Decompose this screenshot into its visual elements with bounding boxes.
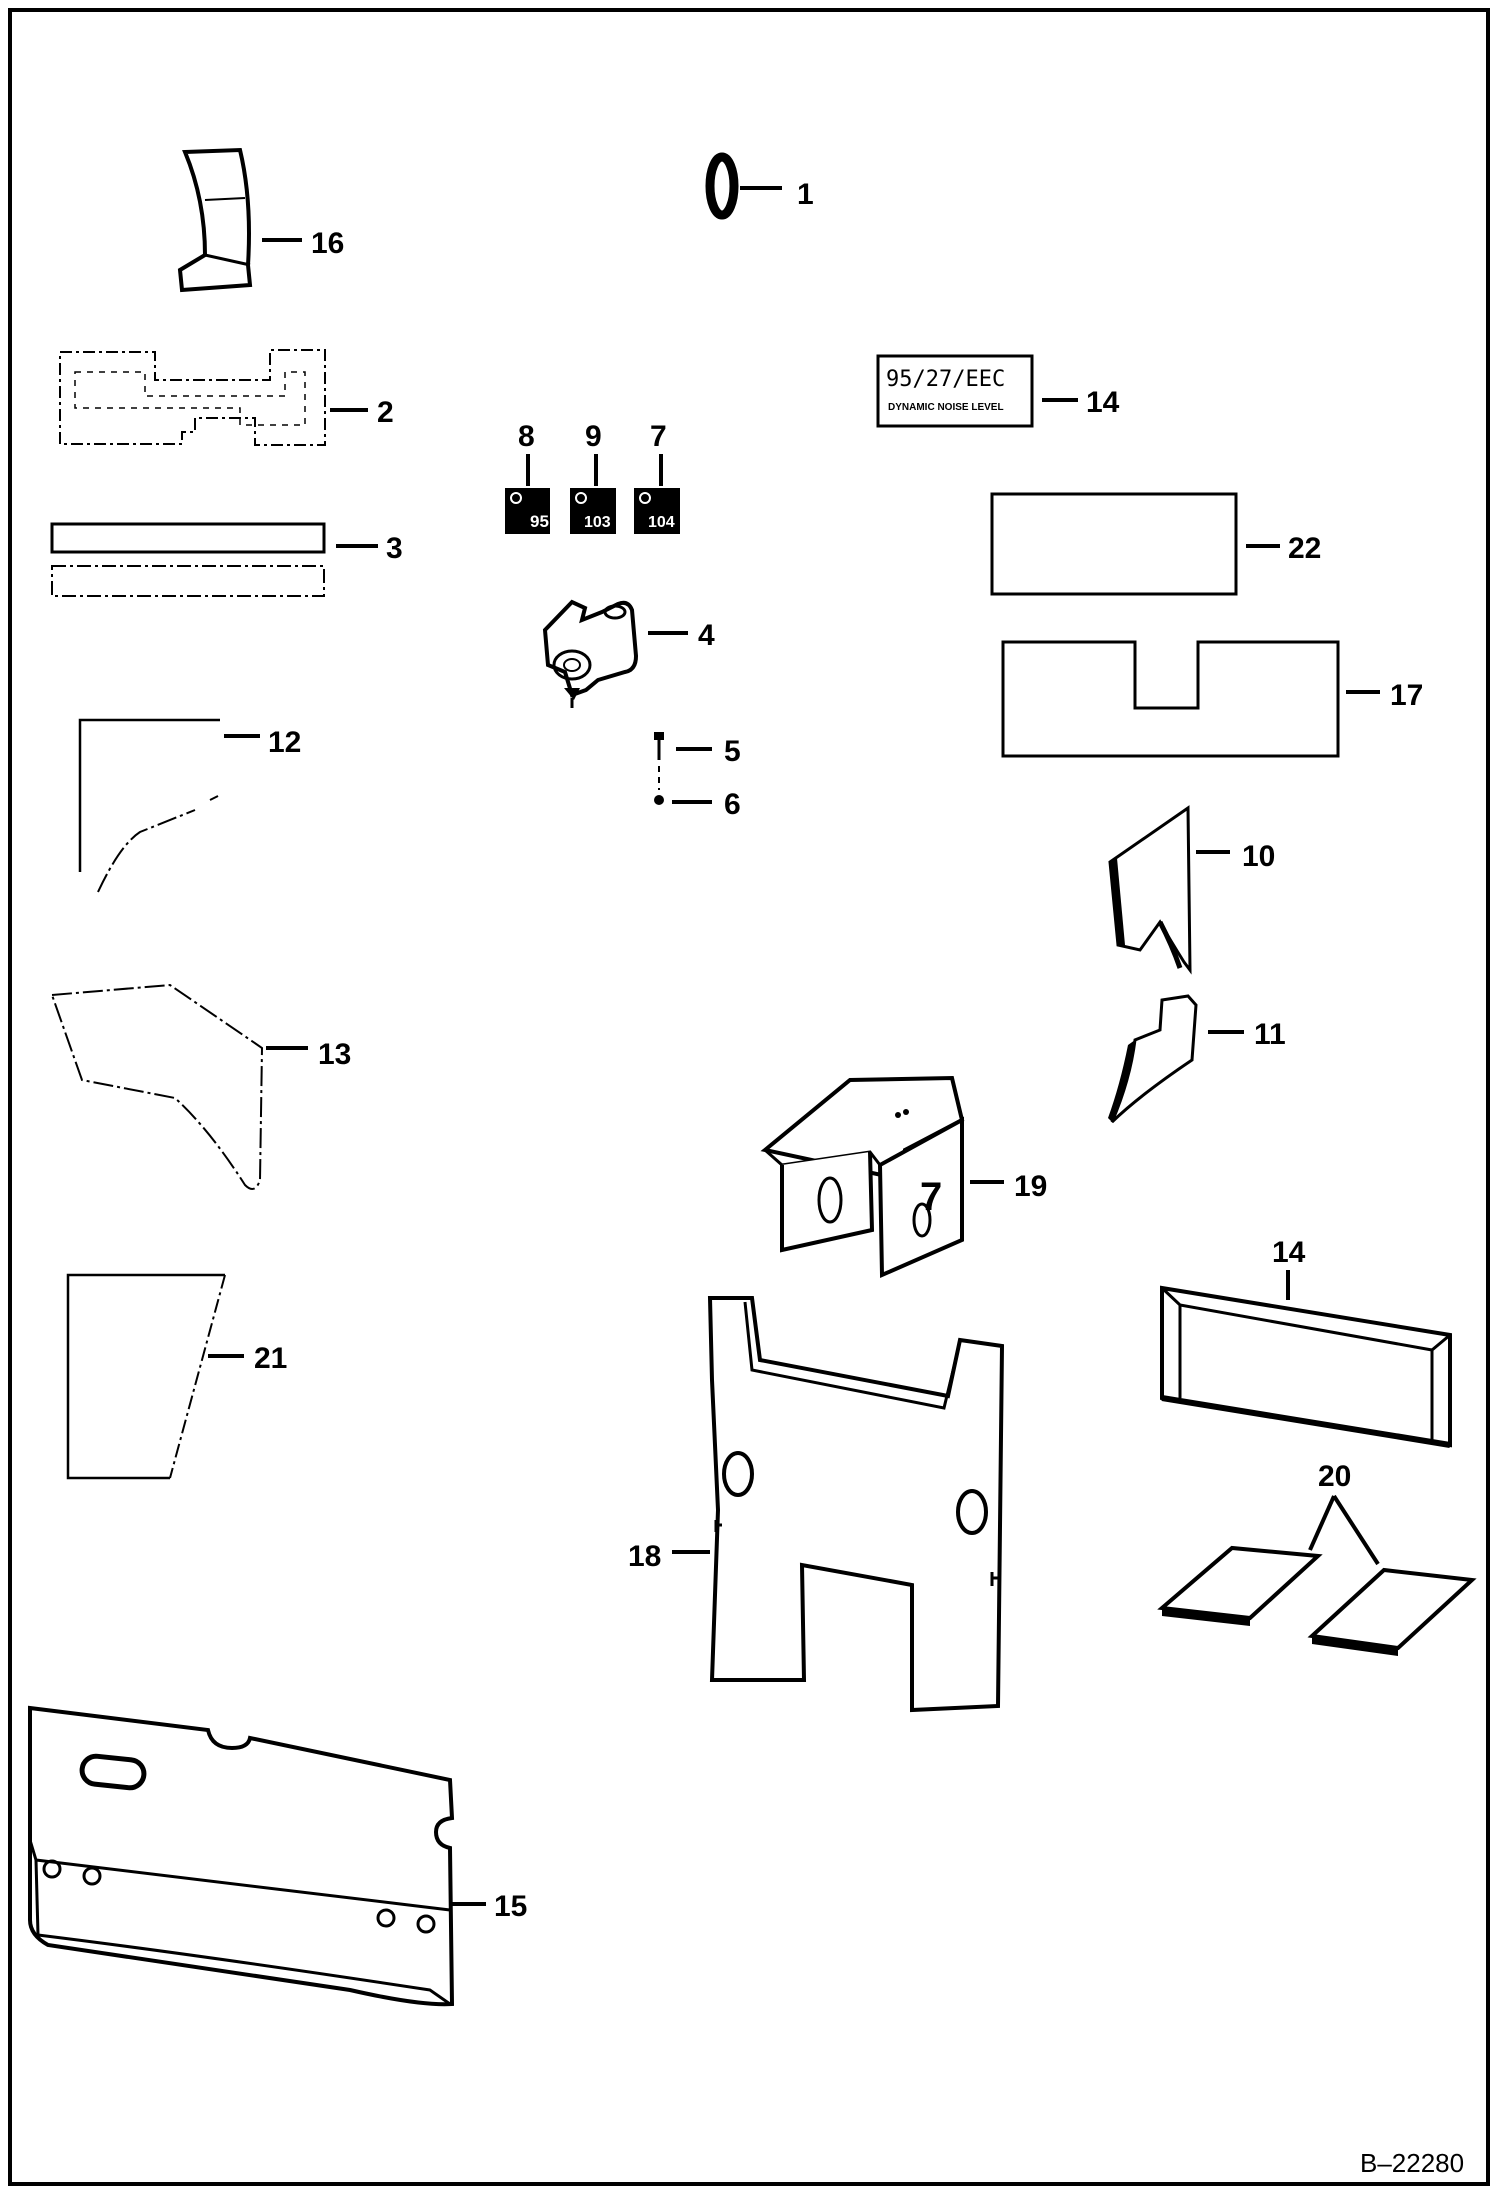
part-20-pads: 20 [1157, 1460, 1477, 1656]
decal-line-1: 95/27/EEC [886, 367, 1005, 392]
decal-line-2: DYNAMIC NOISE LEVEL [888, 402, 1004, 413]
callout-21: 21 [254, 1342, 287, 1375]
callout-7: 7 [650, 420, 667, 453]
callout-20: 20 [1318, 1460, 1351, 1493]
part-2-foam-strip: 2 [59, 349, 394, 446]
svg-text:103: 103 [584, 514, 611, 531]
sheet-border [8, 8, 1490, 2186]
part-13-seal: 13 [50, 983, 351, 1190]
diagram-id-label: B–22280 [1360, 2148, 1464, 2178]
callout-22: 22 [1288, 532, 1321, 565]
svg-text:104: 104 [648, 514, 675, 531]
callout-17: 17 [1390, 679, 1423, 712]
callout-6: 6 [724, 788, 741, 821]
callout-5: 5 [724, 735, 741, 768]
plate-8: 95 [505, 488, 550, 534]
part-1-seal-ring: 1 [705, 152, 814, 220]
plate-9: 103 [570, 488, 616, 534]
callout-4: 4 [698, 619, 715, 652]
callout-15: 15 [494, 1890, 527, 1923]
plate-7: 104 [634, 488, 680, 534]
callout-16: 16 [311, 227, 344, 260]
part-4-canister: 4 [542, 599, 715, 708]
callout-18: 18 [628, 1540, 661, 1573]
svg-text:95: 95 [530, 512, 549, 531]
part-14-insulation-block: 14 [1160, 1236, 1452, 1448]
callout-14-bottom: 14 [1272, 1236, 1306, 1269]
part-10-seal: 10 [1108, 805, 1275, 975]
part-3-strips: 3 [50, 522, 403, 597]
callout-19: 19 [1014, 1170, 1047, 1203]
callout-3: 3 [386, 532, 403, 565]
callout-2: 2 [377, 396, 394, 429]
part-14-noise-decal: 95/27/EEC DYNAMIC NOISE LEVEL 14 [876, 354, 1120, 428]
callout-1: 1 [797, 178, 814, 211]
part-22-pad: 22 [990, 492, 1321, 596]
callout-14-top: 14 [1086, 386, 1120, 419]
part-15-guard-plate: 15 [28, 1705, 527, 2007]
callout-11: 11 [1254, 1018, 1286, 1051]
part-12-corner-seal: 12 [78, 718, 301, 893]
part-16-bracket: 16 [177, 147, 344, 293]
part-17-pad-notched: 17 [1001, 640, 1423, 758]
callout-10: 10 [1242, 840, 1275, 873]
part-19-cover: 7 19 [760, 1075, 1047, 1279]
part-18-floor-mat: 18 [628, 1296, 1005, 1713]
parts-5-6-fasteners: 5 6 [654, 732, 741, 821]
part-19-mark: 7 [920, 1175, 942, 1219]
noise-plates: 8 9 7 95 103 104 [505, 420, 680, 534]
callout-8: 8 [518, 420, 535, 453]
callout-12: 12 [268, 726, 301, 759]
callout-9: 9 [585, 420, 602, 453]
part-21-seal: 21 [66, 1273, 287, 1480]
callout-13: 13 [318, 1038, 351, 1071]
part-11-seal: 11 [1108, 994, 1286, 1124]
